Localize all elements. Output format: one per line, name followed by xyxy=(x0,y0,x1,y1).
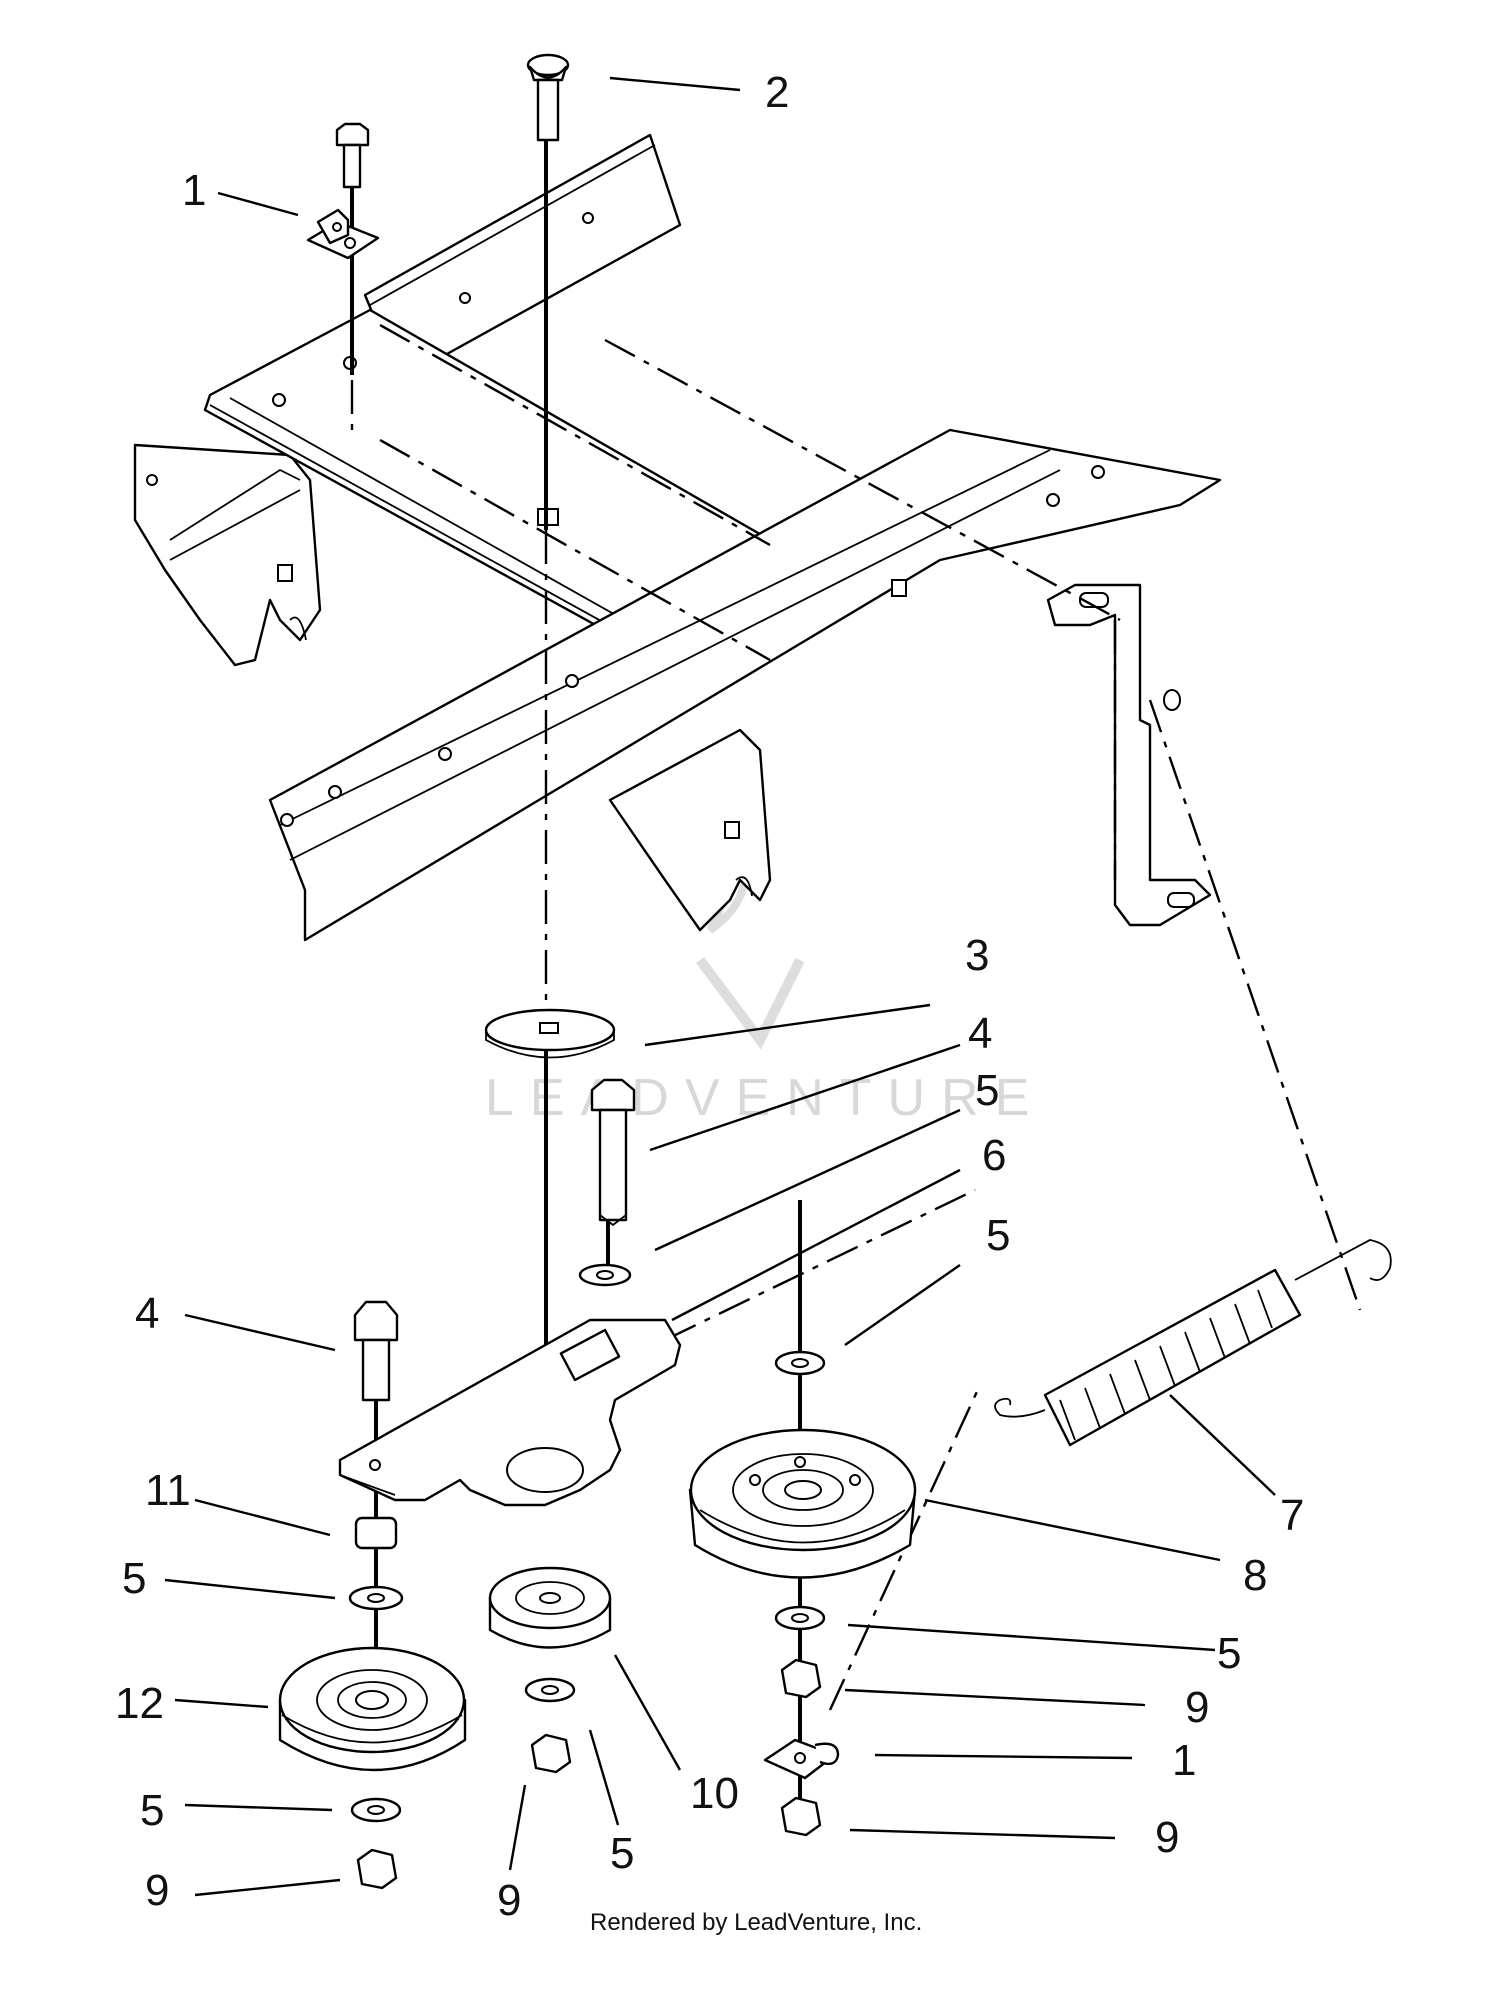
right-side-bracket xyxy=(608,728,772,932)
washer-5-d xyxy=(524,1677,576,1703)
nut-9-c xyxy=(780,1658,822,1699)
callout-2: 2 xyxy=(765,68,789,117)
watermark: LEADVENTURE xyxy=(485,859,1045,1127)
callout-1-top: 1 xyxy=(182,166,206,215)
leader-lines xyxy=(164,76,1276,1897)
callout-5-left-lower: 5 xyxy=(140,1786,164,1835)
hanger-bracket xyxy=(1046,583,1212,927)
idler-arm-6 xyxy=(338,1318,682,1507)
render-credit: Rendered by LeadVenture, Inc. xyxy=(590,1909,922,1936)
watermark-text: LEADVENTURE xyxy=(485,1069,1045,1127)
spacer-10 xyxy=(488,1566,612,1649)
washer-5-c xyxy=(350,1797,402,1823)
callout-8: 8 xyxy=(1243,1551,1267,1600)
spacer-11 xyxy=(354,1516,398,1550)
nut-9-b xyxy=(530,1733,572,1774)
clip-nut-1-top xyxy=(306,208,380,260)
pulley-12 xyxy=(278,1646,467,1772)
callout-9-left: 9 xyxy=(145,1866,169,1915)
callout-9-right-upper: 9 xyxy=(1185,1683,1209,1732)
pulley-8 xyxy=(688,1428,917,1579)
clip-nut-1-bottom xyxy=(763,1738,840,1780)
callout-3: 3 xyxy=(965,931,989,980)
washer-5-f xyxy=(774,1605,826,1631)
nut-9-d xyxy=(780,1796,822,1837)
callout-5-right: 5 xyxy=(986,1211,1010,1260)
callout-5-center: 5 xyxy=(610,1829,634,1878)
front-rail xyxy=(268,428,1222,942)
callout-5-right-lower: 5 xyxy=(1217,1629,1241,1678)
carriage-bolt-2 xyxy=(526,53,570,142)
callout-10: 10 xyxy=(690,1769,739,1818)
flat-washer-3 xyxy=(484,1008,616,1059)
callout-5-upper: 5 xyxy=(975,1066,999,1115)
left-side-bracket xyxy=(133,443,322,667)
bolt-4-lower xyxy=(353,1300,399,1402)
callout-5-left-upper: 5 xyxy=(122,1554,146,1603)
extension-spring-7 xyxy=(994,1239,1392,1447)
callout-1-bottom: 1 xyxy=(1172,1736,1196,1785)
nut-9-a xyxy=(356,1848,398,1890)
callout-11: 11 xyxy=(145,1466,191,1515)
callout-6: 6 xyxy=(982,1131,1006,1180)
callouts: 1 2 3 4 5 6 5 4 7 11 8 5 5 12 9 1 5 10 9… xyxy=(115,68,1304,1925)
callout-9-center: 9 xyxy=(497,1876,521,1925)
callout-4-lower: 4 xyxy=(135,1289,159,1338)
washer-5-a xyxy=(578,1263,632,1287)
washer-5-b xyxy=(348,1585,404,1611)
callout-12: 12 xyxy=(115,1679,164,1728)
bolt-4-upper xyxy=(590,1078,636,1227)
callout-9-right-lower: 9 xyxy=(1155,1813,1179,1862)
callout-4-upper: 4 xyxy=(968,1009,992,1058)
callout-7: 7 xyxy=(1280,1491,1304,1540)
frame-assembly xyxy=(133,133,1222,942)
flat-bolt-1 xyxy=(335,122,370,189)
washer-5-e xyxy=(774,1350,826,1376)
